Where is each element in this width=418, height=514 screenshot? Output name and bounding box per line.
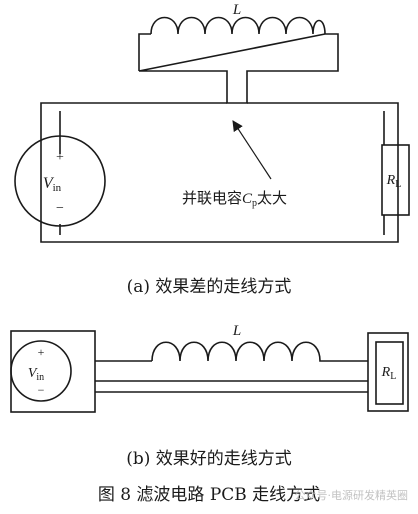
diagram-a: L + Vin − RL 并联电容Cp太大 (a) 效果差的走线方式 [14,2,410,297]
figure-caption: 图 8 滤波电路 PCB 走线方式 [98,485,320,505]
diagram-a-inductor-label: L [232,2,241,18]
diagram-a-caption: (a) 效果差的走线方式 [127,277,292,297]
diagram-b-inductor-label: L [232,323,241,339]
diagram-a-resistor-label: RL [386,173,402,190]
diagram-a-source-plus: + [56,150,64,165]
diagram-a-inductor-coil [150,16,326,35]
watermark: 公众号·电源研发精英圈 [295,488,409,502]
diagram-b-load-box [367,332,409,412]
diagram-a-source-label: Vin [43,175,62,194]
diagram-b-inductor-coil [151,341,325,362]
diagram-a-trace-outer [40,102,399,243]
diagram-b: + Vin − L RL (b) 效果好的走线方式 [10,323,409,469]
diagram-a-voltage-source [14,135,106,227]
diagram-a-annotation-arrow [232,120,272,180]
diagram-b-source-label: Vin [28,366,44,383]
diagram-b-caption: (b) 效果好的走线方式 [126,449,292,469]
diagram-b-source-plus: + [38,345,45,359]
diagram-a-load-resistor [381,144,410,216]
diagram-b-resistor-label: RL [381,365,397,382]
diagram-b-load-resistor [375,341,404,405]
diagram-b-voltage-source [10,340,72,402]
diagram-a-annotation: 并联电容Cp太大 [182,190,287,209]
diagram-a-source-minus: − [56,201,64,216]
diagram-a-inductor-pad [138,33,339,104]
diagram-a-trace-inner [59,111,385,235]
diagram-b-source-minus: − [38,383,45,397]
